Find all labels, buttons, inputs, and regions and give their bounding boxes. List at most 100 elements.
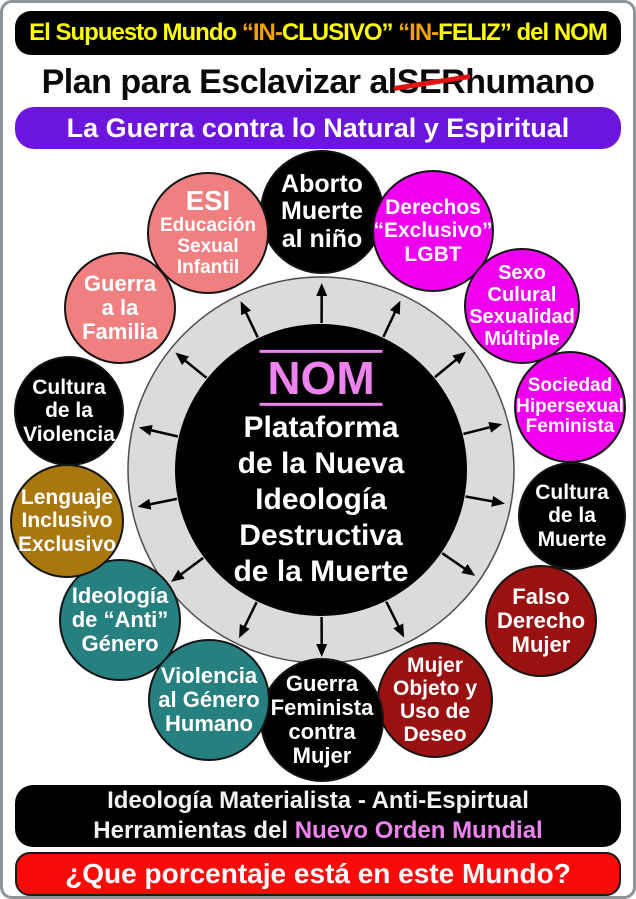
satellite-label-line: Múltiple (484, 328, 560, 350)
satellite-label-line: Aborto (281, 169, 363, 198)
center-subtitle-line: Plataforma (243, 411, 399, 445)
satellite-label-line: “Exclusivo” (373, 219, 493, 243)
satellite-label-line: contra (288, 719, 356, 744)
satellite-label-line: Falso (512, 583, 570, 609)
bottom-banner: Ideología Materialista - Anti-Espirtual … (15, 785, 621, 847)
satellite-label-line: Violencia (23, 422, 115, 446)
arrow-to-cultura-de-la-muerte (465, 495, 505, 507)
satellite-label-line: Guerra (285, 670, 359, 696)
arrow-to-esi (240, 301, 259, 338)
center-subtitle-line: Destructiva (239, 519, 403, 553)
satellite-label-line: Inclusivo (21, 509, 113, 533)
center-subtitle-line: Ideología (255, 483, 387, 517)
satellite-label-line: Deseo (403, 723, 467, 747)
satellite-label-line: al Género (158, 686, 260, 712)
center-hub-circle (175, 324, 467, 616)
satellite-label-line: Derecho (496, 607, 586, 633)
satellite-label-line: Infantil (176, 256, 240, 278)
satellite-label-line: a la (101, 294, 139, 320)
top-banner: El Supuesto Mundo “IN-CLUSIVO” “IN-FELIZ… (15, 11, 621, 55)
satellite-label-line: Sexual (177, 236, 239, 258)
top-banner-text-part: FELIZ” (438, 19, 512, 46)
arrow-to-cultura-de-la-violencia (138, 424, 179, 438)
satellite-label-line: Sexo (498, 262, 546, 284)
satellite-label-line: al niño (281, 224, 363, 253)
satellite-label-line: Derechos (385, 196, 481, 220)
headline: Plan para Esclavizar al SERhumano (3, 59, 633, 105)
headline-struck-word: SER (392, 63, 471, 102)
satellite-label-line: Sexualidad (469, 306, 575, 328)
bottom-banner-line2: Herramientas del Nuevo Orden Mundial (93, 816, 542, 846)
satellite-label-line: Educación (159, 215, 257, 237)
satellite-label-line: Humano (165, 711, 253, 737)
satellite-label-line: Lenguaje (20, 486, 114, 510)
satellite-label-line: ESI (185, 185, 231, 217)
arrow-to-guerra-a-la-familia (175, 352, 208, 379)
satellite-label-line: Feminista (270, 694, 374, 720)
wheel-graphic (127, 276, 515, 664)
arrow-to-falso-derecho-mujer (441, 552, 476, 576)
satellite-label-line: LGBT (404, 242, 462, 266)
arrow-to-lenguaje-inclusivo (137, 497, 178, 510)
arrow-to-violencia-al-genero (239, 601, 258, 639)
arrow-to-derechos-exclusivo-lgbt (382, 300, 401, 338)
center-subtitle-line: de la Nueva (237, 447, 405, 481)
arrow-to-sexo-culural (434, 351, 466, 379)
satellite-label-line: Ideología (71, 582, 169, 608)
satellite-label-line: Violencia (160, 662, 258, 688)
top-banner-text: El Supuesto Mundo “IN-CLUSIVO” “IN-FELIZ… (29, 19, 608, 47)
satellite-label-line: Culural (487, 284, 557, 306)
satellite-label-line: Objeto y (392, 676, 477, 700)
red-banner-text: ¿Que porcentaje está en este Mundo? (65, 858, 571, 889)
arrow-to-mujer-objeto (385, 601, 405, 638)
satellite-label-line: Muerte (281, 197, 363, 226)
red-banner: ¿Que porcentaje está en este Mundo? (15, 852, 621, 896)
headline-suffix: humano (465, 62, 595, 101)
purple-banner-text: La Guerra contra lo Natural y Espiritual (66, 112, 570, 143)
satellite-label-line: Feminista (525, 416, 615, 438)
top-banner-text-part: “IN- (241, 19, 283, 46)
purple-banner: La Guerra contra lo Natural y Espiritual (15, 107, 621, 149)
satellite-label-line: Guerra (83, 270, 157, 296)
satellite-label-line: Cultura (32, 376, 106, 400)
satellite-label-line: Mujer (511, 632, 571, 658)
satellite-label-line: Cultura (535, 481, 609, 505)
satellite-label-line: Familia (82, 319, 158, 345)
radial-arrows (137, 283, 505, 657)
bottom-banner-line2-prefix: Herramientas del (93, 817, 295, 844)
headline-prefix: Plan para Esclavizar al (41, 62, 398, 101)
satellite-label-line: Uso de (399, 700, 470, 723)
arrow-to-ideologia-anti-genero (171, 556, 204, 582)
top-banner-text-part: CLUSIVO” (281, 19, 394, 46)
nuevo-orden-mundial-highlight: Nuevo Orden Mundial (294, 817, 543, 844)
top-banner-text-part: El Supuesto Mundo (29, 19, 242, 46)
satellite-label-line: de “Anti” (71, 606, 169, 632)
top-banner-text-part: “IN- (392, 19, 439, 46)
satellite-label-line: Exclusivo (17, 532, 117, 556)
satellite-label-line: Sociedad (527, 374, 613, 396)
satellite-label-line: Hipersexual (516, 395, 624, 417)
satellite-label-line: de la (548, 504, 596, 528)
arrow-to-sociedad-hipersexual (463, 421, 503, 436)
top-banner-text-part: del NOM (510, 19, 607, 46)
bottom-banner-line1: Ideología Materialista - Anti-Espirtual (107, 787, 529, 814)
nom-title: NOM (259, 349, 383, 407)
satellite-label-line: Mujer (406, 653, 463, 677)
satellite-label-line: Mujer (292, 743, 352, 769)
